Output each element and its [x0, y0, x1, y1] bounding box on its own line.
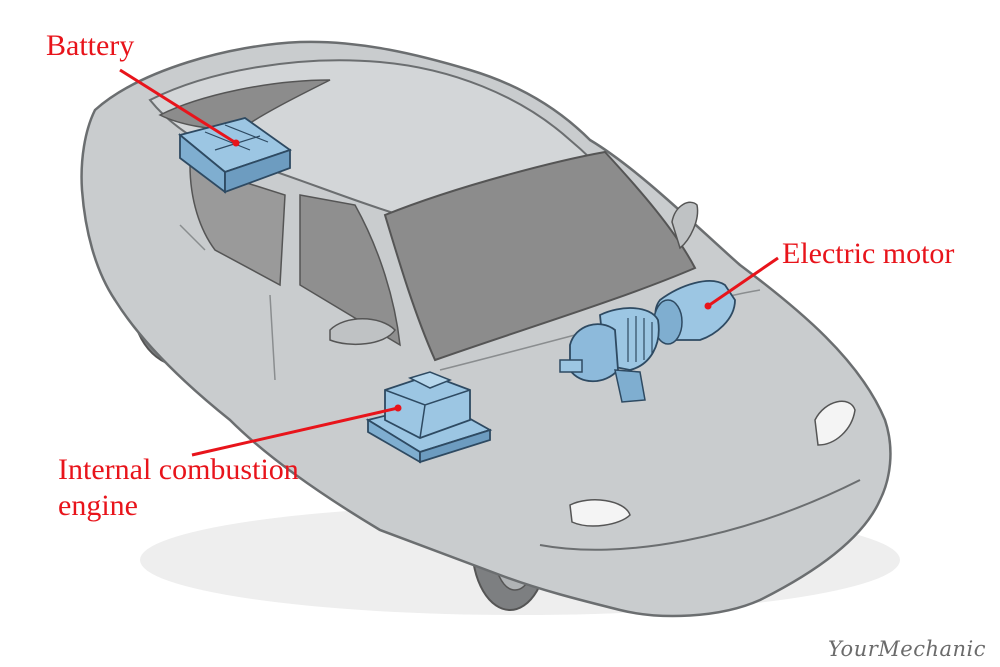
- door-line: [179, 224, 276, 381]
- engine-leader: [191, 406, 399, 457]
- passenger-mirror: [671, 201, 699, 250]
- engine-label-line2: engine: [58, 489, 138, 522]
- front-side-window: [299, 194, 401, 347]
- battery-leader-dot: [232, 139, 240, 147]
- engine-leader-dot: [394, 404, 402, 412]
- electric-motor-label: Electric motor: [782, 237, 955, 270]
- side-mirror: [329, 318, 396, 346]
- leader-lines: [119, 68, 779, 457]
- engine-label-line1: Internal combustion: [58, 453, 299, 486]
- rear-side-window: [189, 163, 286, 287]
- battery-leader: [119, 68, 237, 145]
- front-bumper: [539, 479, 861, 551]
- motor-leader-dot: [704, 302, 712, 310]
- yourmechanic-watermark: YourMechanic: [828, 637, 986, 661]
- electric-motor-component: [559, 280, 736, 403]
- motor-leader: [707, 256, 779, 308]
- battery-label: Battery: [46, 29, 135, 62]
- rear-window: [158, 79, 331, 131]
- windshield: [383, 150, 697, 362]
- headlight-right: [814, 400, 856, 446]
- engine-component: [365, 371, 493, 464]
- engine-label: Internal combustion engine: [58, 452, 299, 524]
- headlight-left: [569, 499, 631, 527]
